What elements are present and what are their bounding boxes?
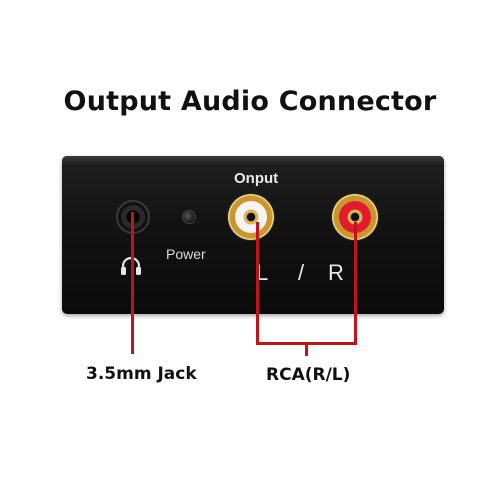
left-channel-label: L: [256, 260, 269, 285]
jack-pointer-line: [131, 212, 134, 354]
power-led: [182, 210, 196, 224]
rca-stem-line: [305, 342, 308, 356]
output-label: Onput: [234, 170, 279, 187]
rca-right-pointer-line: [354, 222, 357, 344]
page-title: Output Audio Connector: [63, 86, 437, 117]
right-channel-label: R: [328, 260, 344, 285]
rca-callout-label: RCA(R/L): [266, 365, 351, 385]
channel-separator: /: [298, 260, 305, 285]
rca-left-pointer-line: [256, 222, 259, 344]
jack-callout-label: 3.5mm Jack: [86, 364, 197, 384]
rca-left-port: [228, 194, 274, 240]
device-top-edge: [62, 156, 444, 166]
power-label: Power: [166, 246, 206, 262]
audio-converter-device: Onput Power L / R: [62, 156, 444, 314]
